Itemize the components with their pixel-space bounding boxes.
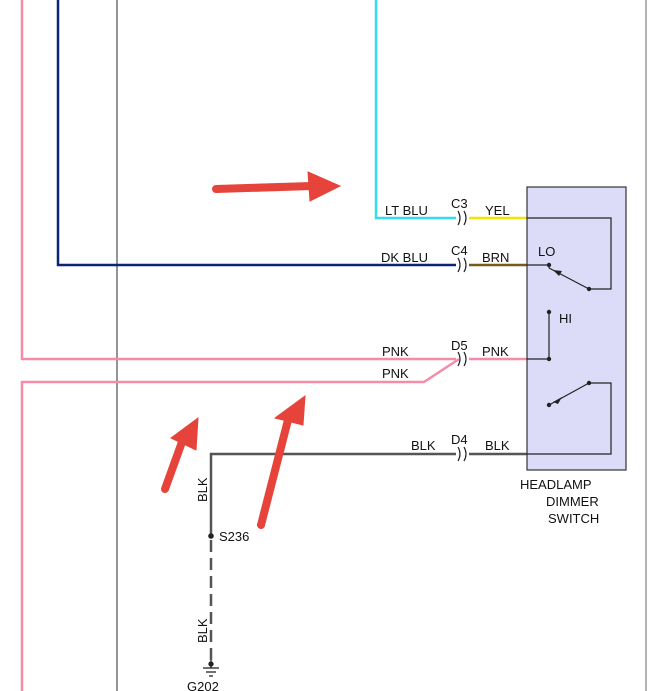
connector-icon [457, 446, 467, 462]
splice-dot [208, 533, 214, 539]
switch-dot [546, 262, 552, 268]
arrow-icon [257, 394, 306, 529]
arrow-icon [212, 171, 342, 202]
label-switch-hi: HI [559, 311, 572, 326]
connector-icon [457, 351, 467, 367]
connector-icon [457, 257, 467, 273]
connector-icon [457, 210, 467, 226]
label-blk-vertical-upper: BLK [195, 477, 210, 502]
label-pnk-lower: PNK [382, 366, 409, 381]
label-pnk-upper: PNK [382, 344, 409, 359]
label-connector-d4: D4 [451, 432, 468, 447]
label-blk-vertical-lower: BLK [195, 618, 210, 643]
label-pnk-switch: PNK [482, 344, 509, 359]
switch-dot [546, 309, 552, 315]
wire-dk-blu [56, 0, 456, 267]
wire-pnk-lower [20, 357, 460, 691]
label-lt-blu: LT BLU [385, 203, 428, 218]
label-blk-switch: BLK [485, 438, 510, 453]
label-splice: S236 [219, 529, 249, 544]
label-dk-blu: DK BLU [381, 250, 428, 265]
wire-lt-blu [374, 0, 456, 220]
label-ground: G202 [187, 679, 219, 691]
arrow-icon [553, 397, 562, 404]
label-connector-c3: C3 [451, 196, 468, 211]
label-blk-main: BLK [411, 438, 436, 453]
label-switch-title-3: SWITCH [548, 511, 599, 526]
label-switch-title-1: HEADLAMP [520, 477, 592, 492]
switch-dot [586, 286, 592, 292]
switch-dot [546, 402, 552, 408]
dimmer-switch-box [526, 186, 627, 471]
wire-pnk-upper [20, 0, 456, 361]
label-connector-c4: C4 [451, 243, 468, 258]
switch-dot [586, 380, 592, 386]
label-connector-d5: D5 [451, 338, 468, 353]
label-switch-title-2: DIMMER [546, 494, 599, 509]
switch-dot [546, 356, 552, 362]
switch-contact-icon [527, 217, 612, 455]
arrow-icon [161, 416, 199, 493]
ground-icon [203, 660, 219, 677]
label-yel: YEL [485, 203, 510, 218]
wire-blk-main [209, 452, 456, 536]
label-brn: BRN [482, 250, 509, 265]
label-switch-lo: LO [538, 244, 555, 259]
arrow-icon [553, 270, 562, 276]
